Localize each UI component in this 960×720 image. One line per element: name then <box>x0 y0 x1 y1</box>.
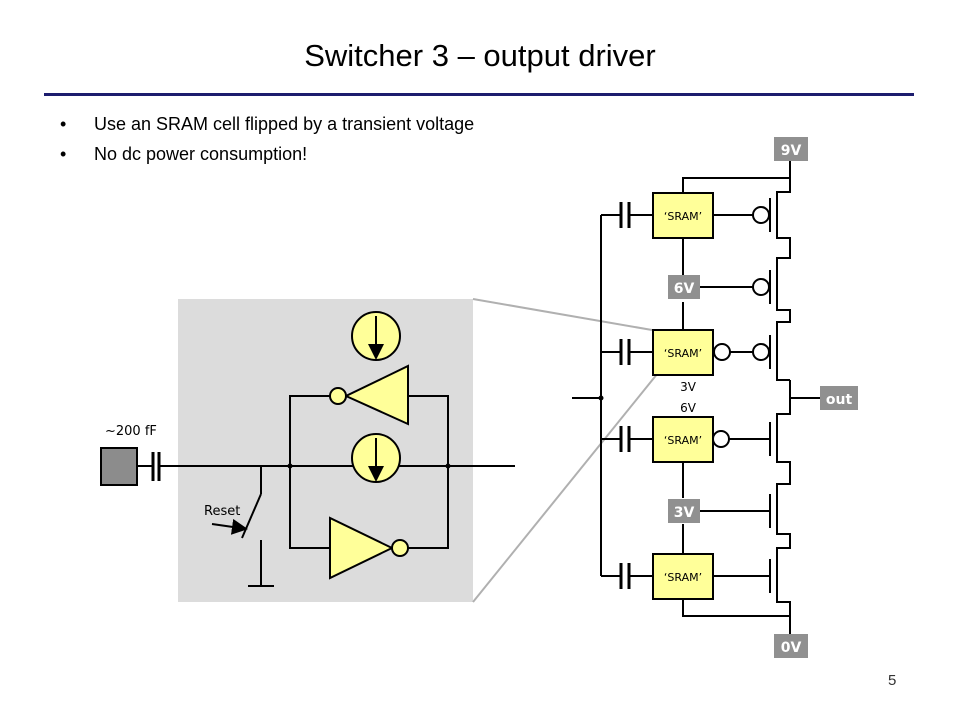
bullet-list: Use an SRAM cell flipped by a transient … <box>60 112 474 172</box>
inverter-bubble <box>329 387 347 405</box>
sram-block <box>652 329 714 376</box>
sram-block <box>652 553 714 600</box>
rail-label-9v <box>774 137 808 161</box>
bullet-item: No dc power consumption! <box>60 142 474 172</box>
rail-label-6v <box>668 275 700 299</box>
gap-label: 3V <box>680 380 697 394</box>
slide-title: Switcher 3 – output driver <box>304 38 656 73</box>
capacitance-label: ~200 fF <box>105 424 157 439</box>
svg-text:9V: 9V <box>781 143 802 159</box>
reset-arrow <box>211 518 248 535</box>
sram-label: ‘SRAM’ <box>664 347 702 360</box>
latch-wire-left <box>289 395 336 549</box>
svg-text:3V: 3V <box>674 505 695 521</box>
input-pad <box>100 447 138 486</box>
gate-bubble <box>712 430 730 448</box>
zoom-line-bottom <box>472 367 663 603</box>
gate-bubble <box>713 343 731 361</box>
sram-label: ‘SRAM’ <box>664 571 702 584</box>
bullet-item: Use an SRAM cell flipped by a transient … <box>60 112 474 142</box>
reset-label: Reset <box>204 504 240 519</box>
sram-label: ‘SRAM’ <box>664 434 702 447</box>
gate-bubble <box>752 278 770 296</box>
latch-wire-right <box>408 395 449 549</box>
coupling-capacitor <box>619 202 653 228</box>
pmos-stack <box>776 160 791 381</box>
coupling-capacitor <box>619 563 653 589</box>
gate-bubble <box>752 206 770 224</box>
inverter-bottom <box>329 516 395 580</box>
zoom-line-top <box>472 298 653 331</box>
rail-label-0v <box>774 634 808 658</box>
page-number: 5 <box>888 672 897 689</box>
coupling-capacitor <box>619 426 653 452</box>
title-rule <box>44 93 914 96</box>
sram-label: ‘SRAM’ <box>664 210 702 223</box>
coupling-capacitor <box>619 339 653 365</box>
gate-bubble <box>752 343 770 361</box>
zoom-panel <box>178 299 473 602</box>
rail-label-3v <box>668 499 700 523</box>
svg-text:0V: 0V <box>781 640 802 656</box>
inverter-bubble <box>391 539 409 557</box>
gap-label: 6V <box>680 401 697 415</box>
nmos-stack <box>776 380 791 634</box>
output-label <box>820 386 858 410</box>
svg-text:out: out <box>826 392 853 408</box>
svg-text:6V: 6V <box>674 281 695 297</box>
inverter-top <box>343 364 409 426</box>
